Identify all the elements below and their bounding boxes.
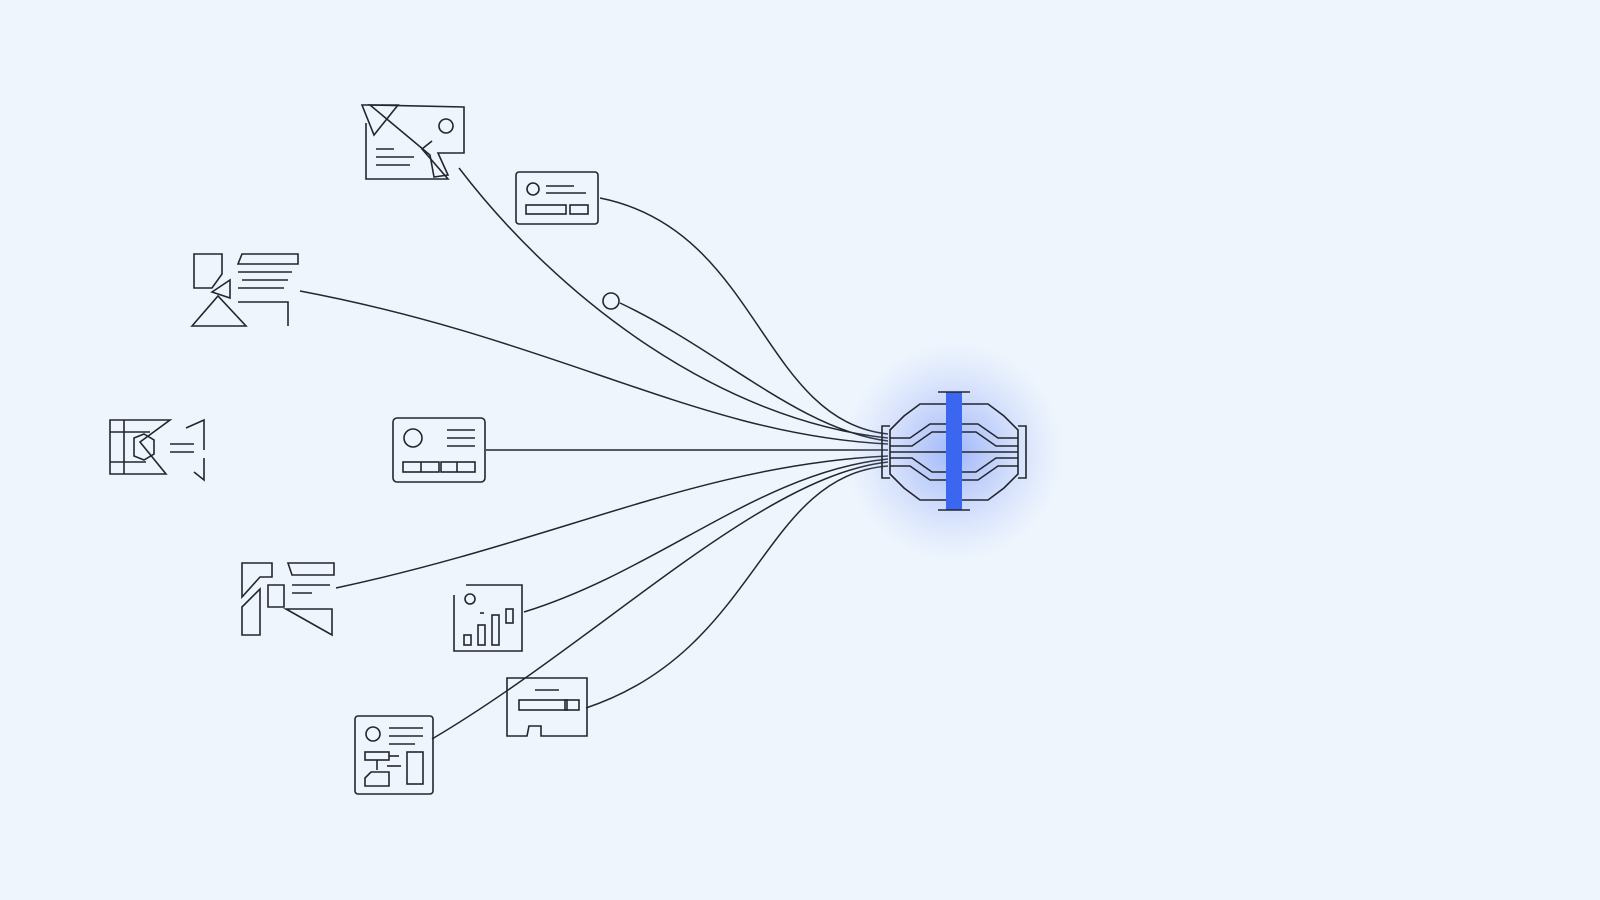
connection-line — [619, 302, 889, 442]
connection-line — [523, 458, 889, 613]
connection-line — [599, 197, 889, 435]
profile-card-icon — [515, 171, 599, 225]
fragmented-document-icon — [190, 253, 299, 327]
junction-node-icon — [602, 292, 620, 310]
connection-lines — [299, 167, 889, 740]
connection-line — [431, 461, 889, 740]
form-field-card-icon — [506, 677, 588, 737]
bar-chart-icon — [453, 584, 523, 652]
fragmented-form-icon — [109, 418, 205, 482]
torn-document-with-text-icon — [360, 104, 465, 180]
connection-line — [335, 455, 889, 589]
fragmented-text-snippet-icon — [241, 562, 335, 637]
hub-accent-bar — [946, 392, 962, 510]
connection-line — [585, 465, 889, 709]
id-card-icon — [392, 417, 486, 483]
flowchart-document-icon — [354, 715, 434, 795]
connection-line — [458, 167, 889, 439]
central-connector-hub-icon — [844, 342, 1064, 562]
connection-line — [299, 290, 889, 445]
